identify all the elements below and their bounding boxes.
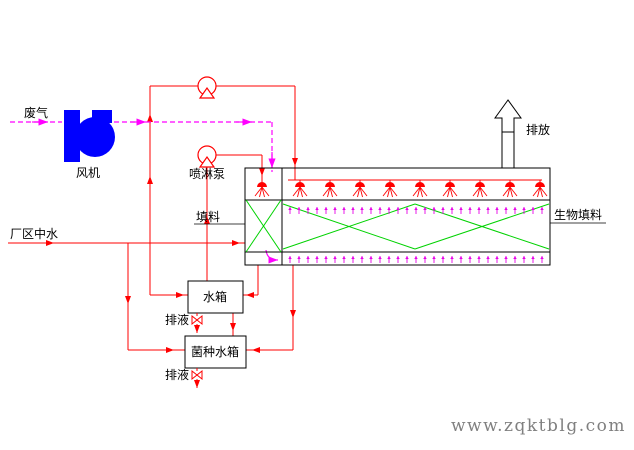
spray-pump-label: 喷淋泵	[189, 167, 225, 181]
spray-nozzle-icon	[412, 180, 428, 198]
pumps	[197, 76, 217, 168]
gas-line	[10, 121, 273, 172]
exhaust-stack	[494, 99, 522, 168]
drains	[191, 313, 203, 388]
spray-nozzle-icon	[254, 180, 270, 198]
tanks	[184, 280, 247, 369]
water-tank-drain	[191, 313, 203, 333]
waste-gas-label: 废气	[24, 105, 48, 120]
bacteria-tank-drain	[191, 368, 203, 388]
reactor-outline	[244, 167, 551, 266]
leader-lines	[194, 222, 606, 225]
spray-nozzle-icon	[502, 180, 518, 198]
drain-label-2: 排液	[165, 367, 189, 382]
biofilter-flow-arrows	[288, 207, 544, 263]
spray-nozzle-icon	[352, 180, 368, 198]
bio-packing-label: 生物填料	[554, 208, 602, 222]
plant-water-label: 厂区中水	[10, 226, 58, 241]
spray-nozzle-icon	[382, 180, 398, 198]
spray-nozzle-icon	[532, 180, 548, 198]
drain-label-1: 排液	[165, 312, 189, 327]
packing-hatch	[245, 199, 550, 253]
fan-icon	[64, 110, 115, 162]
reactor-body	[244, 167, 551, 266]
packing-label: 填料	[196, 210, 220, 224]
watermark-text: www.zqktblg.com	[451, 416, 626, 436]
bacteria-tank-box	[184, 335, 247, 369]
gas-flow-arrows	[32, 118, 276, 168]
spray-nozzles	[254, 180, 548, 198]
fan-label: 风机	[76, 166, 100, 180]
spray-nozzle-icon	[322, 180, 338, 198]
discharge-label: 排放	[526, 122, 550, 137]
water-tank-box	[187, 280, 244, 314]
text-labels: 废气 风机 喷淋泵 填料 生物填料 排放 厂区中水 水箱 菌种水箱 排液 排液	[10, 105, 602, 382]
spray-pump-icon	[197, 145, 217, 168]
pump1-icon	[197, 76, 217, 99]
spray-nozzle-icon	[442, 180, 458, 198]
water-tank-label: 水箱	[203, 289, 227, 304]
up-arrow-icon	[494, 99, 522, 133]
spray-nozzle-icon	[292, 180, 308, 198]
bacteria-tank-label: 菌种水箱	[191, 344, 239, 359]
spray-nozzle-icon	[472, 180, 488, 198]
